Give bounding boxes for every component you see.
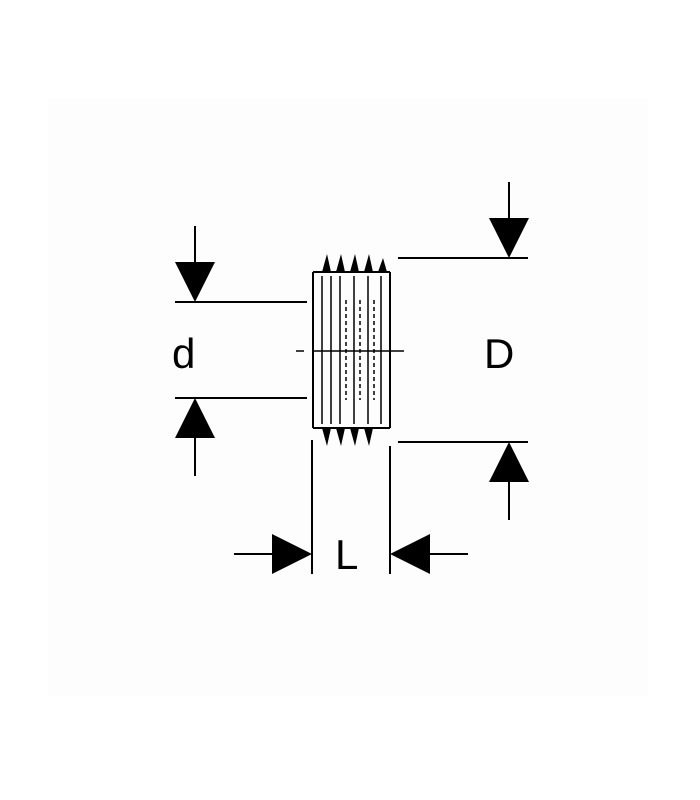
label-D: D — [484, 330, 514, 377]
thread-tooth-top — [378, 258, 387, 272]
fitting-body — [296, 254, 404, 446]
thread-tooth-top — [322, 254, 331, 272]
thread-tooth-bottom — [364, 428, 373, 446]
thread-tooth-top — [350, 254, 359, 272]
dimension-L: L — [234, 440, 468, 578]
arrow-right-icon — [272, 534, 312, 574]
arrow-left-icon — [390, 534, 430, 574]
thread-tooth-top — [364, 254, 373, 272]
thread-tooth-bottom — [322, 428, 331, 446]
thread-tooth-top — [336, 254, 345, 272]
thread-tooth-bottom — [350, 428, 359, 446]
dimension-d: d — [172, 226, 307, 476]
arrow-down-icon — [489, 218, 529, 258]
arrow-up-icon — [489, 442, 529, 482]
thread-tooth-bottom — [336, 428, 345, 446]
label-d: d — [172, 330, 195, 377]
arrow-down-icon — [175, 262, 215, 302]
drawing-panel — [48, 98, 648, 696]
label-L: L — [335, 531, 358, 578]
dimension-D: D — [398, 182, 529, 520]
arrow-up-icon — [175, 398, 215, 438]
